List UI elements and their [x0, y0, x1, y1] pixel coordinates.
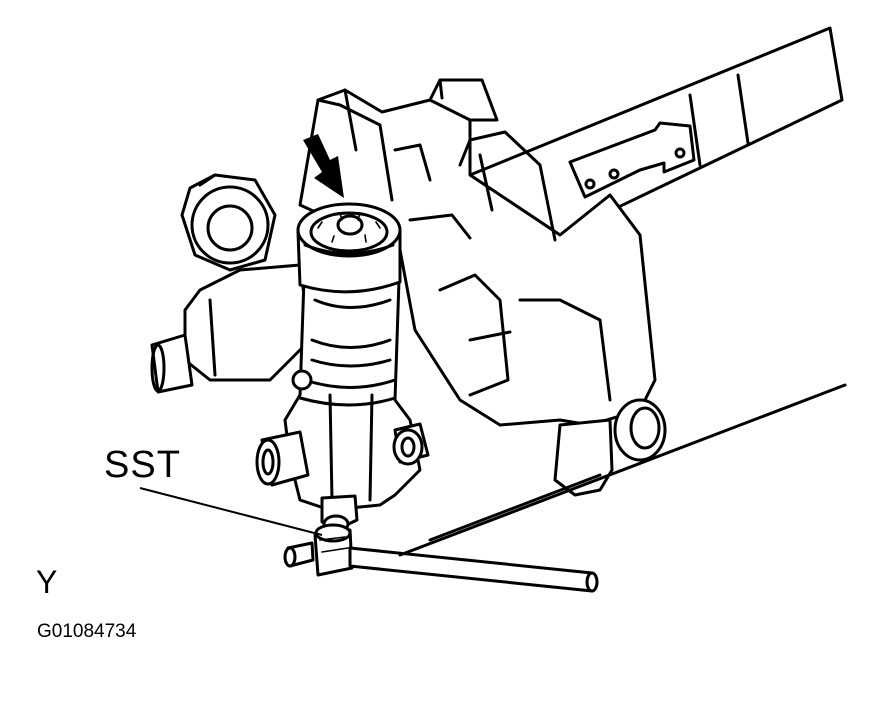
lower-rail [398, 383, 847, 557]
view-label: Y [36, 564, 58, 600]
valve-column [283, 248, 422, 512]
sst-leader-line [139, 487, 323, 536]
mounting-eye [180, 173, 277, 272]
figure-code: G01084734 [37, 621, 137, 642]
down-arrow-icon [303, 134, 344, 198]
mounting-bracket [568, 121, 696, 199]
port-fittings [255, 422, 430, 487]
sst-tool [283, 523, 599, 593]
gear-housing [298, 78, 657, 427]
adjusting-cap-housing [296, 202, 402, 294]
side-shaft [150, 263, 312, 394]
sst-label: SST [104, 444, 181, 486]
